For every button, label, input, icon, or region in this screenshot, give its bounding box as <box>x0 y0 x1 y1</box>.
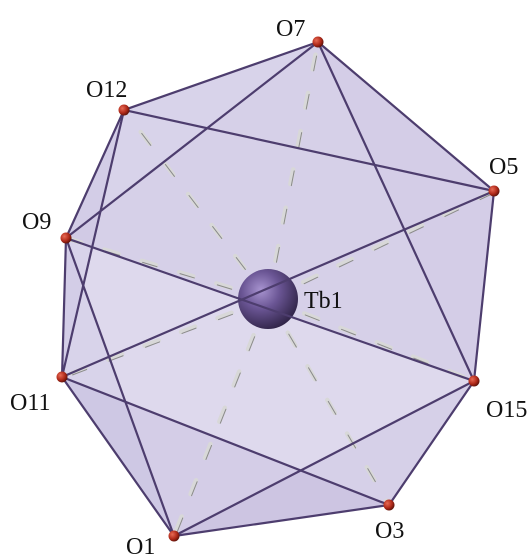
label-o11: O11 <box>10 390 50 416</box>
atom-o5 <box>488 185 500 197</box>
edge-o7-o12 <box>122 40 320 112</box>
label-o12: O12 <box>86 77 127 103</box>
atom-o1 <box>168 530 180 542</box>
polyhedron-edges <box>60 40 496 538</box>
label-o7: O7 <box>276 16 305 42</box>
bond-tb1-o5 <box>265 188 497 302</box>
atom-o11 <box>56 371 68 383</box>
oxygen-atoms <box>56 36 500 542</box>
label-o1: O1 <box>126 534 155 557</box>
bond-shade-tb1-o3 <box>268 300 391 507</box>
bond-tb1-o15 <box>265 296 477 384</box>
edge-o1-o3 <box>172 503 391 538</box>
atom-o9 <box>60 232 72 244</box>
edge-o12-o9 <box>64 108 126 240</box>
edge-o11-o3 <box>60 375 391 507</box>
edge-o12-o5 <box>122 108 496 193</box>
bond-shade-tb1-o12 <box>124 111 270 301</box>
edge-o5-o7 <box>316 40 496 193</box>
bond-shade-tb1-o5 <box>268 192 496 301</box>
atom-o12 <box>118 104 130 116</box>
edge-o12-o11 <box>60 108 126 379</box>
atom-o3 <box>383 499 395 511</box>
polyhedron-face-o7-o9-o15 <box>66 42 474 381</box>
label-tb1: Tb1 <box>304 288 343 314</box>
edge-o1-o15 <box>172 379 476 538</box>
tb1-atom <box>238 269 298 329</box>
edge-o9-o15 <box>64 236 476 383</box>
bond-tb1-o7 <box>265 39 321 302</box>
atom-o15 <box>468 375 480 387</box>
polyhedron-face-o7-o15-o5 <box>318 42 494 381</box>
label-o15: O15 <box>486 397 527 423</box>
label-o5: O5 <box>489 154 518 180</box>
label-o9: O9 <box>22 209 51 235</box>
edge-o11-o1 <box>60 375 176 538</box>
tb-center-atom <box>238 269 298 329</box>
edge-o11-o5 <box>60 189 496 379</box>
edge-o15-o5 <box>472 189 496 383</box>
bond-shade-tb1-o7 <box>268 43 320 301</box>
atom-o7 <box>312 36 324 48</box>
polyhedron-face-o11-o1-o3 <box>62 377 389 536</box>
edge-o7-o9 <box>64 40 320 240</box>
edge-o9-o1 <box>64 236 176 538</box>
edge-o7-o15 <box>316 40 476 383</box>
bond-shade-tb1-o1 <box>174 300 270 538</box>
bond-tb1-o1 <box>171 296 271 539</box>
label-o3: O3 <box>375 518 404 544</box>
edge-o3-o15 <box>387 379 476 507</box>
edge-o9-o11 <box>60 236 68 379</box>
tb-o-bonds <box>59 39 497 539</box>
